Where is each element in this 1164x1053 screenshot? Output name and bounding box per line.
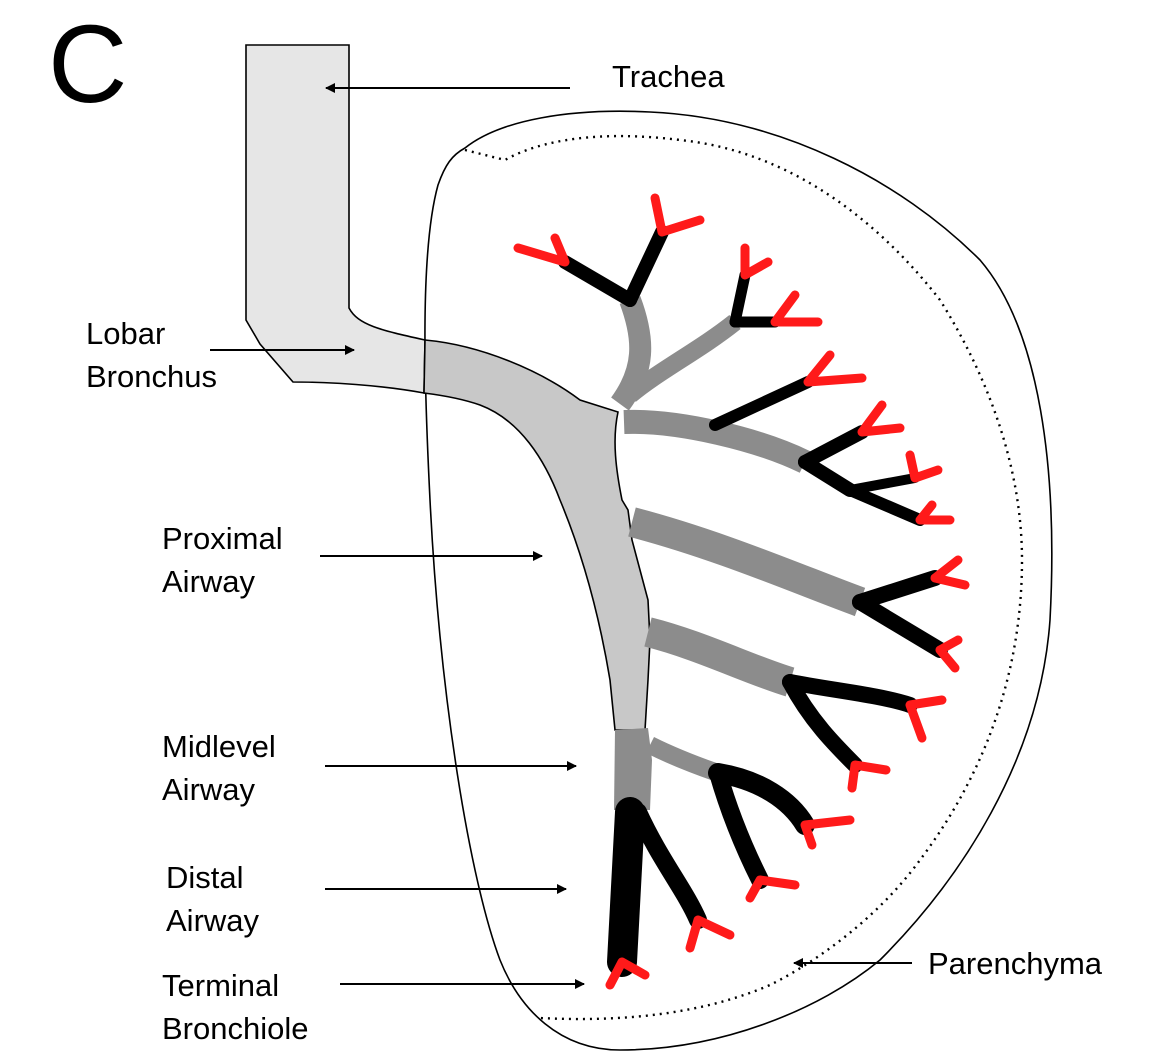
terminal-label-line2: Bronchiole: [162, 1008, 308, 1050]
trachea-label: Trachea: [612, 56, 725, 98]
proximal-label-line2: Airway: [162, 561, 255, 603]
midlevel-label-line1: Midlevel: [162, 726, 276, 768]
lobar-label-line1: Lobar: [86, 313, 165, 355]
panel-letter: C: [48, 0, 127, 130]
midlevel-label-line2: Airway: [162, 769, 255, 811]
lobar-label-line2: Bronchus: [86, 356, 217, 398]
proximal-label-line1: Proximal: [162, 518, 283, 560]
trachea-lobar-bronchus: [246, 45, 425, 393]
distal-label-line2: Airway: [166, 900, 259, 942]
distal-label-line1: Distal: [166, 857, 244, 899]
terminal-label-line1: Terminal: [162, 965, 279, 1007]
parenchyma-label: Parenchyma: [928, 943, 1102, 985]
midlevel-branches: [620, 300, 860, 773]
